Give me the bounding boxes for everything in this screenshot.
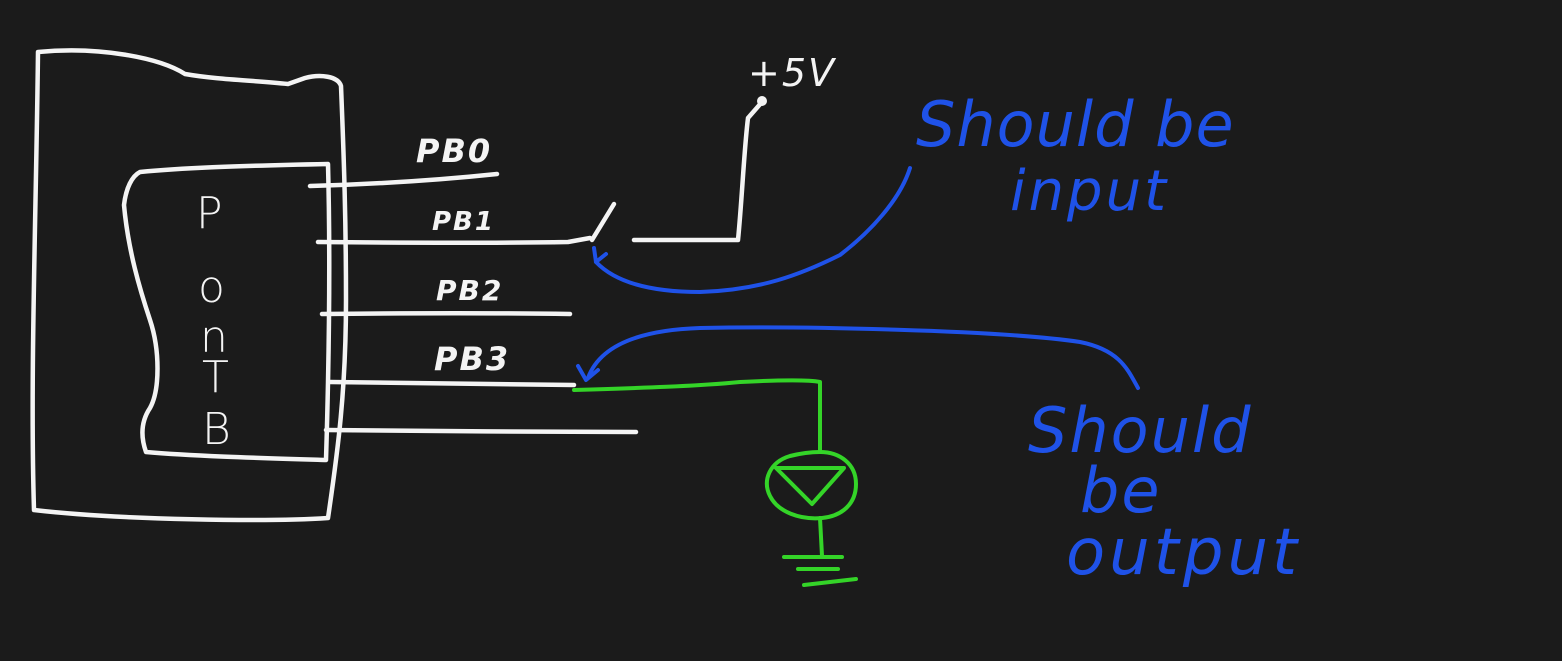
pin-label-pb1: PB1 [432,207,495,237]
arrow-to-pb1 [594,166,912,294]
pin-wire-pb4 [323,427,639,435]
note-output-line1: Should [1028,394,1252,467]
port-letter-b: B [202,404,231,455]
port-letter-p: P [196,188,223,239]
switch-to-supply-wire [631,99,765,243]
pin-label-pb3: PB3 [434,340,510,378]
switch-lever [589,201,617,243]
led-diode-symbol [774,466,846,506]
pin-label-pb0: PB0 [416,132,492,170]
arrow-to-pb3 [586,325,1140,390]
ground-symbol [782,555,858,587]
microcontroller-outline [30,48,349,523]
led-wire [572,378,822,452]
note-output-line3: output [1066,516,1301,590]
arrow-head-pb1 [592,246,608,264]
pin-wire-pb3 [327,379,577,388]
port-b-block [121,161,332,463]
port-letter-n: n [200,312,228,363]
pin-wire-pb0 [307,171,500,189]
led-body [764,450,858,521]
note-input-line1: Should be [916,88,1235,161]
led-cathode-wire [818,516,824,558]
supply-label: +5V [748,51,837,95]
note-input-line2: input [1010,159,1169,224]
pin-wire-pb2 [319,311,573,317]
pin-wire-pb1 [315,235,593,245]
pin-label-pb2: PB2 [436,274,503,307]
port-letter-t: T [202,352,229,403]
port-b-label: P o n T B [196,188,231,455]
supply-terminal [757,96,767,106]
note-output-line2: be [1080,454,1162,527]
arrow-head-pb3 [576,364,600,382]
port-letter-o: o [198,262,225,313]
